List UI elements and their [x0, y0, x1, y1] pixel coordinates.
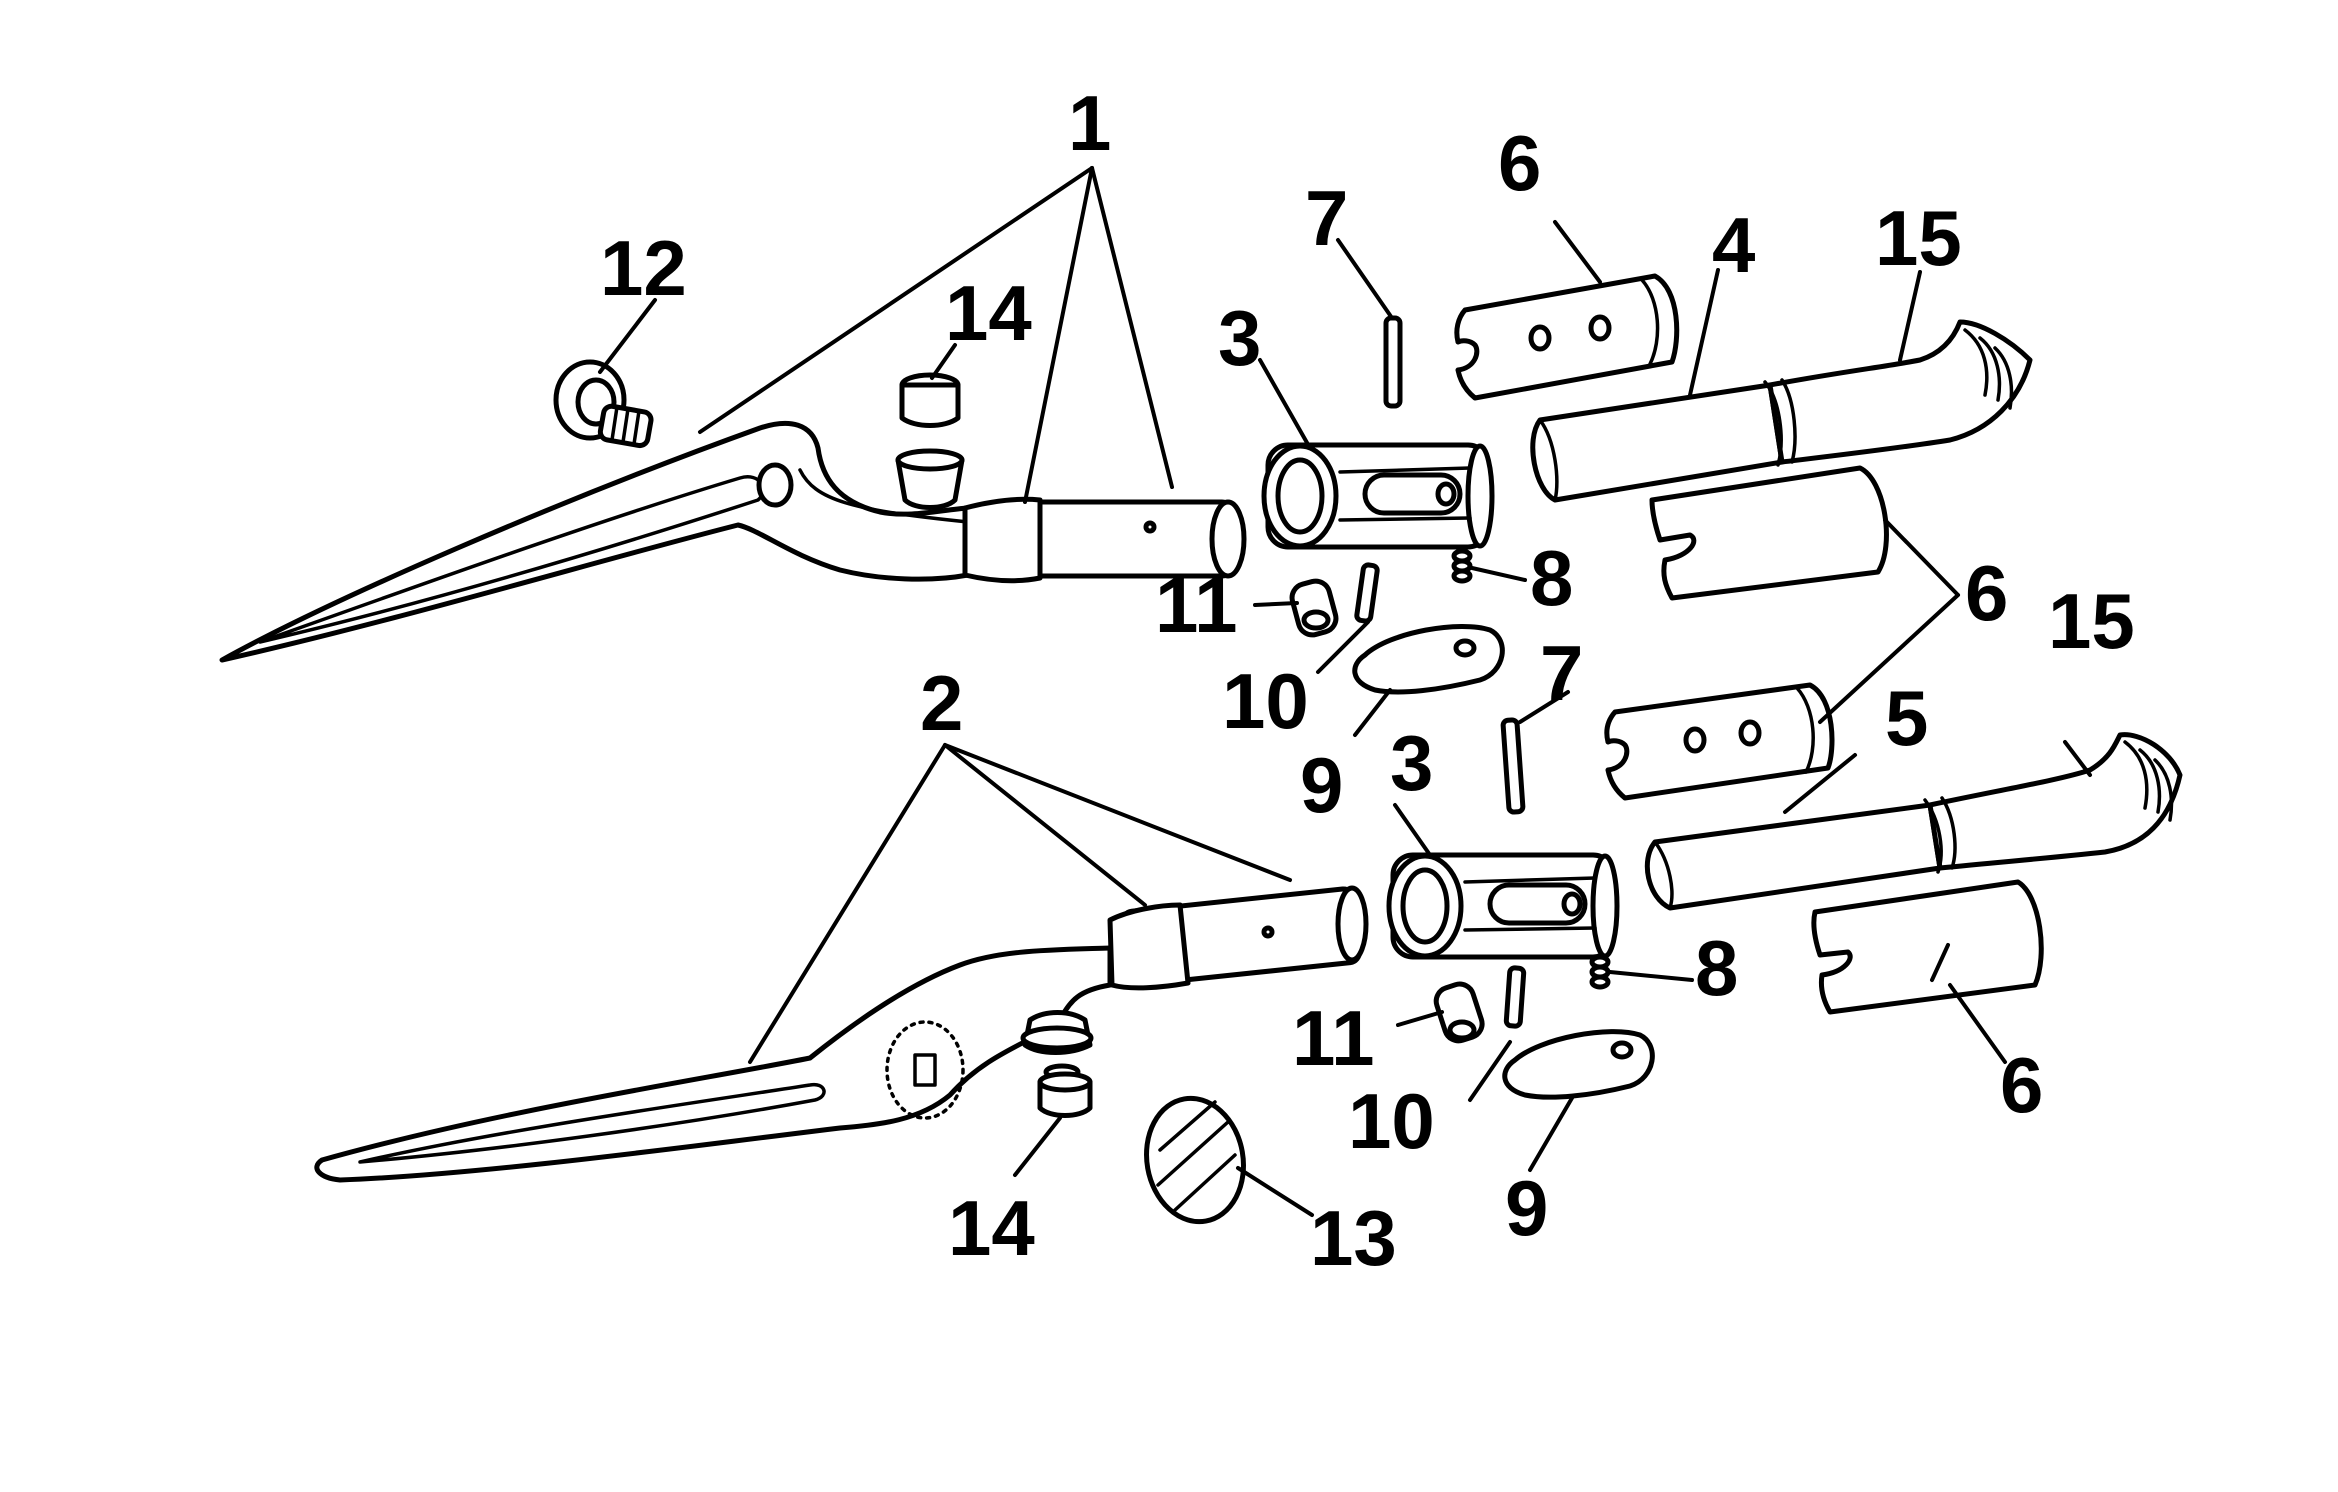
- collar-lower-part-3: [1386, 852, 1620, 960]
- callout-9-upper: 9: [1300, 741, 1343, 829]
- half-sleeve-upper-lower-part-6: [1649, 465, 1889, 601]
- extension-tube-part-5: [1644, 802, 1943, 911]
- callout-6-lower: 6: [2000, 1041, 2043, 1129]
- grip-upper-part-15: [1763, 319, 2033, 467]
- callout-6-middle: 6: [1965, 549, 2008, 637]
- callout-15-lower: 15: [2048, 577, 2135, 665]
- callout-13: 13: [1310, 1194, 1397, 1282]
- callout-8-upper: 8: [1530, 534, 1573, 622]
- callout-11-upper: 11: [1155, 561, 1237, 649]
- callout-labels: 1 12 14 3 7 6 4 15 6 15 11 8 10 7 2 9 3 …: [600, 79, 2135, 1282]
- pin-upper-part-10: [1354, 562, 1380, 624]
- callout-7-lower: 7: [1540, 629, 1583, 717]
- pin-upper-part-7: [1383, 315, 1403, 409]
- callout-1: 1: [1068, 79, 1111, 167]
- upper-handle-tube-part-1: [962, 496, 1247, 584]
- callout-4: 4: [1712, 201, 1755, 289]
- lever-upper-part-9: [1352, 623, 1505, 695]
- callout-15-upper: 15: [1875, 194, 1962, 282]
- callout-7-upper: 7: [1305, 174, 1348, 262]
- collar-upper-part-3: [1261, 442, 1495, 550]
- half-sleeve-lower-upper-part-6: [1604, 682, 1835, 801]
- half-sleeve-lower-lower-part-6: [1811, 879, 2044, 1015]
- callout-9-lower: 9: [1505, 1164, 1548, 1252]
- lower-blade-part-2: [314, 945, 1113, 1183]
- half-sleeve-upper-part-6: [1454, 273, 1680, 401]
- callout-14-lower: 14: [948, 1184, 1035, 1272]
- callout-11-lower: 11: [1292, 994, 1374, 1082]
- callout-3-upper: 3: [1218, 294, 1261, 382]
- lever-lower-part-9: [1502, 1029, 1655, 1100]
- spring-upper-part-8: [1451, 548, 1473, 584]
- bushing-upper-part-14: [895, 372, 965, 510]
- callout-5: 5: [1885, 674, 1928, 762]
- pin-lower-part-10: [1503, 965, 1527, 1029]
- callout-3-lower: 3: [1390, 719, 1433, 807]
- pin-lower-part-7: [1500, 717, 1526, 815]
- callout-14-upper: 14: [945, 269, 1032, 357]
- upper-blade-part-1: [219, 420, 971, 663]
- screw-part-12: [553, 359, 654, 449]
- callout-12: 12: [600, 224, 687, 312]
- knob-part-13: [1144, 1095, 1246, 1225]
- callout-10-lower: 10: [1348, 1077, 1435, 1165]
- grip-lower-part-15: [1923, 732, 2183, 874]
- callout-10-upper: 10: [1222, 657, 1309, 745]
- leader-lines: [598, 166, 2092, 1217]
- bushing-lower-part-14: [1020, 1010, 1094, 1118]
- lower-handle-tube-part-2: [1107, 885, 1369, 991]
- callout-2: 2: [920, 659, 963, 747]
- detent-lower-part-11: [1433, 981, 1485, 1044]
- spring-lower-part-8: [1589, 954, 1611, 990]
- callout-6-upper: 6: [1498, 119, 1541, 207]
- extension-tube-part-4: [1530, 382, 1785, 503]
- callout-8-lower: 8: [1695, 924, 1738, 1012]
- detent-upper-part-11: [1289, 578, 1339, 638]
